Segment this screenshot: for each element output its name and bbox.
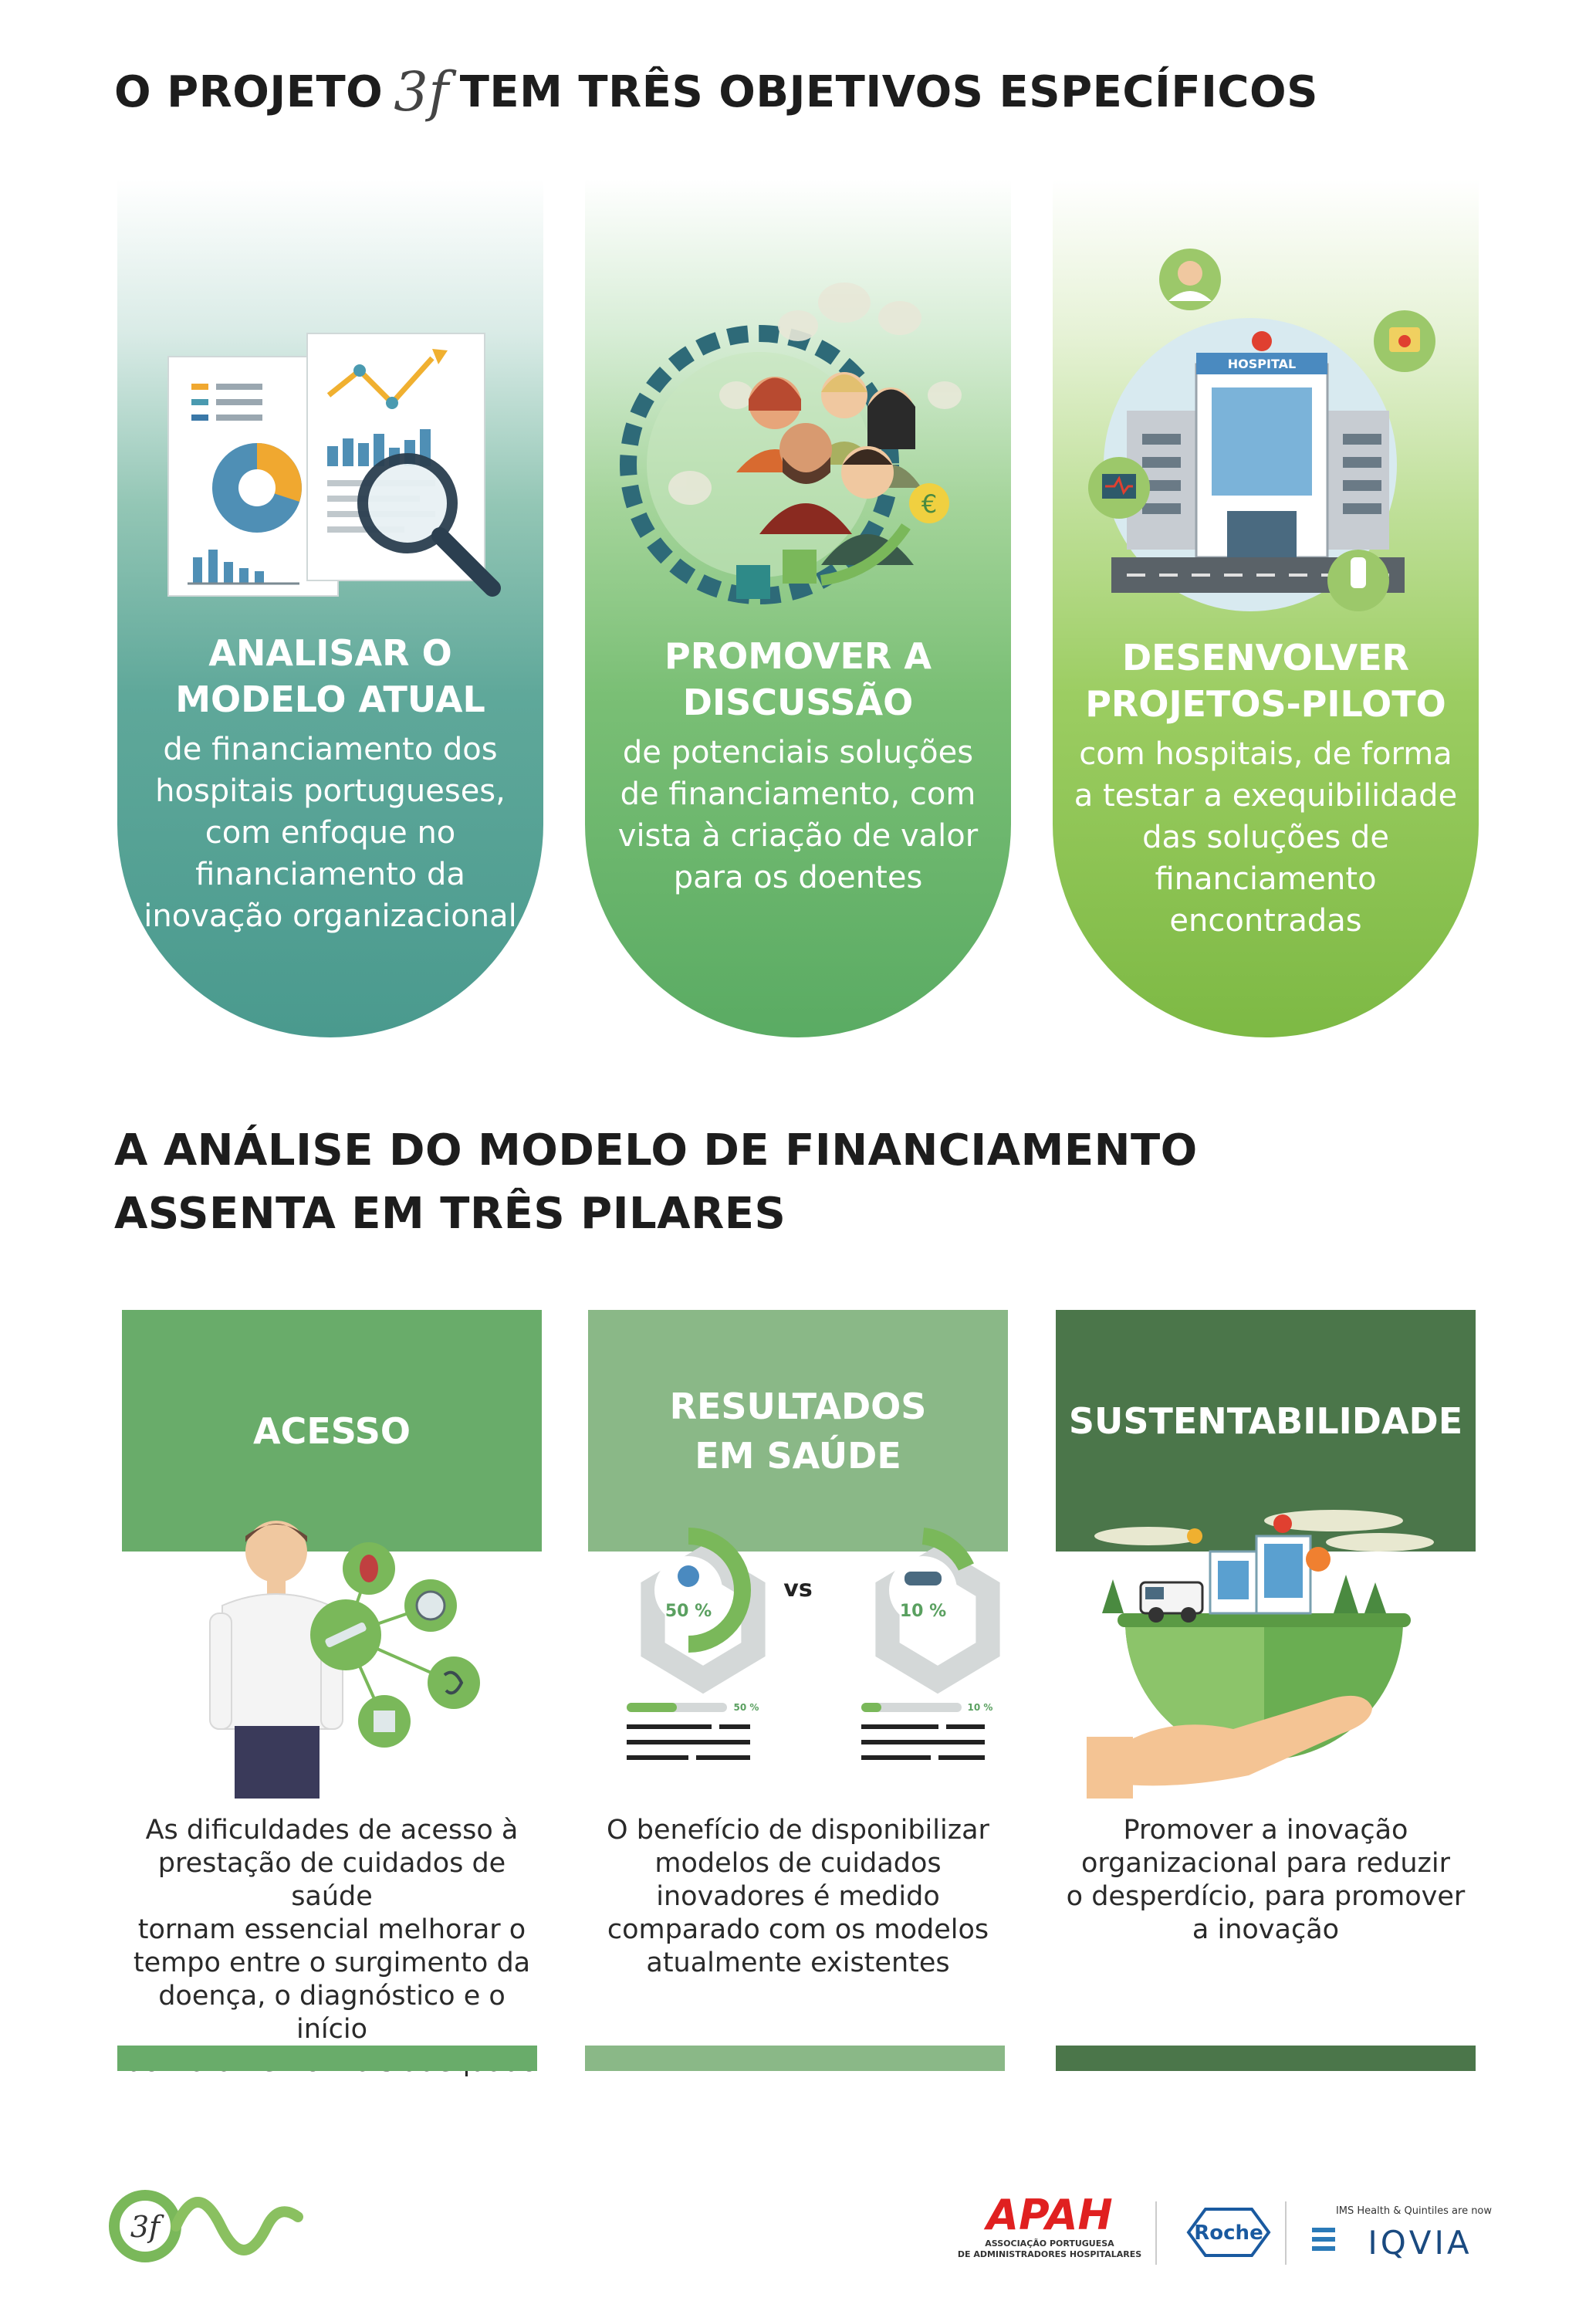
pillar-desc-line: O benefício de disponibilizar bbox=[607, 1815, 989, 1846]
iqvia-logo: IQVIA bbox=[1368, 2224, 1472, 2262]
apah-logo: APAH bbox=[983, 2191, 1112, 2239]
apah-subtitle-1: ASSOCIAÇÃO PORTUGUESA bbox=[985, 2238, 1114, 2249]
vs-label: vs bbox=[783, 1575, 812, 1602]
objective-desc-line: com hospitais, de forma bbox=[1079, 736, 1452, 772]
hospital-sign-text: HOSPITAL bbox=[1228, 357, 1296, 371]
3f-logo-text: 3f bbox=[130, 2210, 164, 2244]
left-hexagon-gauge: 50 % bbox=[641, 1528, 766, 1694]
pillar-desc-line: As dificuldades de acesso à bbox=[145, 1815, 519, 1846]
roche-logo: Roche bbox=[1194, 2222, 1263, 2245]
section-title-objectives: O PROJETO 3f TEM TRÊS OBJETIVOS ESPECÍFI… bbox=[114, 60, 1318, 124]
apah-subtitle-2: DE ADMINISTRADORES HOSPITALARES bbox=[958, 2249, 1141, 2259]
pillar-desc-line: tempo entre o surgimento da bbox=[133, 1947, 531, 1978]
objective-heading-line1: PROMOVER A bbox=[664, 635, 932, 677]
pillar-title-line1: RESULTADOS bbox=[669, 1385, 927, 1427]
pillar-desc-line: modelos de cuidados bbox=[654, 1848, 942, 1879]
pillar-bar-resultados bbox=[585, 2046, 1005, 2071]
objective-desc-line: hospitais portugueses, bbox=[155, 773, 506, 809]
title-text-after: TEM TRÊS OBJETIVOS ESPECÍFICOS bbox=[459, 66, 1318, 117]
pillar-desc-resultados: O benefício de disponibilizar modelos de… bbox=[588, 1814, 1008, 1980]
objective-heading-line2: MODELO ATUAL bbox=[175, 678, 485, 720]
pillar-title-line2: EM SAÚDE bbox=[695, 1434, 901, 1477]
objective-desc-line: encontradas bbox=[1169, 903, 1362, 939]
objective-desc-line: com enfoque no bbox=[205, 815, 456, 851]
objective-desc-line: de potenciais soluções bbox=[622, 735, 974, 770]
pillar-desc-sustentabilidade: Promover a inovação organizacional para … bbox=[1056, 1814, 1476, 1947]
objective-desc-line: de financiamento dos bbox=[163, 732, 498, 767]
objective-desc-line: de financiamento, com bbox=[620, 777, 976, 812]
discussion-people-illustration: € bbox=[620, 283, 962, 604]
objective-desc-line: inovação organizacional bbox=[144, 898, 517, 934]
objective-desc-line: financiamento da bbox=[195, 857, 465, 892]
objective-heading-line2: DISCUSSÃO bbox=[682, 682, 914, 723]
pillar-desc-line: Promover a inovação bbox=[1123, 1815, 1408, 1846]
pillar-desc-line: a inovação bbox=[1192, 1914, 1340, 1945]
objective-desc-line: financiamento bbox=[1155, 861, 1377, 897]
pillar-desc-line: comparado com os modelos bbox=[607, 1914, 989, 1945]
objective-heading-line1: ANALISAR O bbox=[208, 632, 452, 674]
health-outcomes-comparison-illustration: 50 % vs 10 % 50 % 10 % bbox=[627, 1528, 1000, 1760]
objective-desc-line: das soluções de bbox=[1142, 820, 1389, 855]
objective-card-promover: € PROMOVER A DISCUSSÃO de potenciais sol… bbox=[585, 179, 1011, 1037]
pillar-header-sustentabilidade: SUSTENTABILIDADE bbox=[1056, 1310, 1476, 1552]
pillar-desc-line: inovadores é medido bbox=[656, 1881, 940, 1912]
title2-line1: A ANÁLISE DO MODELO DE FINANCIAMENTO bbox=[114, 1125, 1198, 1176]
pillar-header-acesso: ACESSO bbox=[122, 1310, 542, 1552]
right-progress-lines: 10 % bbox=[861, 1702, 992, 1760]
iqvia-tagline: IMS Health & Quintiles are now bbox=[1336, 2205, 1492, 2217]
left-gauge-label: 50 % bbox=[665, 1602, 712, 1621]
pillar-bar-acesso bbox=[117, 2046, 537, 2071]
objective-desc-line: a testar a exequibilidade bbox=[1074, 778, 1458, 814]
objective-card-desenvolver: HOSPITAL DESENVOLVER PROJETOS-PILOTO com… bbox=[1053, 179, 1479, 1037]
objective-heading-line1: DESENVOLVER bbox=[1122, 637, 1409, 678]
pillar-desc-line: prestação de cuidados de saúde bbox=[157, 1848, 506, 1912]
section-title-pillars: A ANÁLISE DO MODELO DE FINANCIAMENTO ASS… bbox=[114, 1119, 1426, 1246]
right-progress-label: 10 % bbox=[968, 1702, 993, 1713]
pillar-title: ACESSO bbox=[252, 1409, 411, 1452]
pillar-desc-line: organizacional para reduzir bbox=[1080, 1848, 1451, 1879]
left-progress-label: 50 % bbox=[734, 1702, 759, 1713]
pillar-desc-line: o desperdício, para promover bbox=[1066, 1881, 1466, 1912]
hospital-illustration: HOSPITAL bbox=[1088, 249, 1435, 611]
partner-logos: APAH ASSOCIAÇÃO PORTUGUESA DE ADMINISTRA… bbox=[958, 2191, 1492, 2265]
pillar-desc-line: atualmente existentes bbox=[646, 1947, 950, 1978]
left-progress-lines: 50 % bbox=[627, 1702, 759, 1760]
pillar-title: SUSTENTABILIDADE bbox=[1068, 1400, 1463, 1442]
report-analysis-illustration bbox=[167, 333, 501, 597]
pillar-header-resultados: RESULTADOS EM SAÚDE bbox=[588, 1310, 1008, 1552]
objective-heading-line2: PROJETOS-PILOTO bbox=[1085, 683, 1446, 725]
3f-logo-inline: 3f bbox=[394, 60, 449, 124]
title-text-before: O PROJETO bbox=[114, 66, 384, 117]
pillar-bar-sustentabilidade bbox=[1056, 2046, 1476, 2071]
sustainability-hand-city-illustration bbox=[1087, 1510, 1434, 1799]
3f-project-logo: 3f bbox=[109, 2190, 303, 2262]
objective-card-analisar: ANALISAR O MODELO ATUAL de financiamento… bbox=[117, 179, 543, 1037]
pillar-desc-acesso: As dificuldades de acesso à prestação de… bbox=[122, 1814, 542, 2079]
access-person-illustration bbox=[209, 1521, 480, 1799]
right-hexagon-gauge: 10 % bbox=[875, 1528, 1000, 1694]
pillar-desc-line: tornam essencial melhorar o bbox=[137, 1914, 526, 1945]
svg-text:€: € bbox=[921, 489, 937, 519]
right-gauge-label: 10 % bbox=[900, 1602, 946, 1621]
objective-desc-line: para os doentes bbox=[673, 860, 923, 895]
title2-line2: ASSENTA EM TRÊS PILARES bbox=[114, 1189, 786, 1239]
pillar-desc-line: doença, o diagnóstico e o início bbox=[158, 1981, 506, 2045]
objective-desc-line: vista à criação de valor bbox=[617, 818, 979, 854]
